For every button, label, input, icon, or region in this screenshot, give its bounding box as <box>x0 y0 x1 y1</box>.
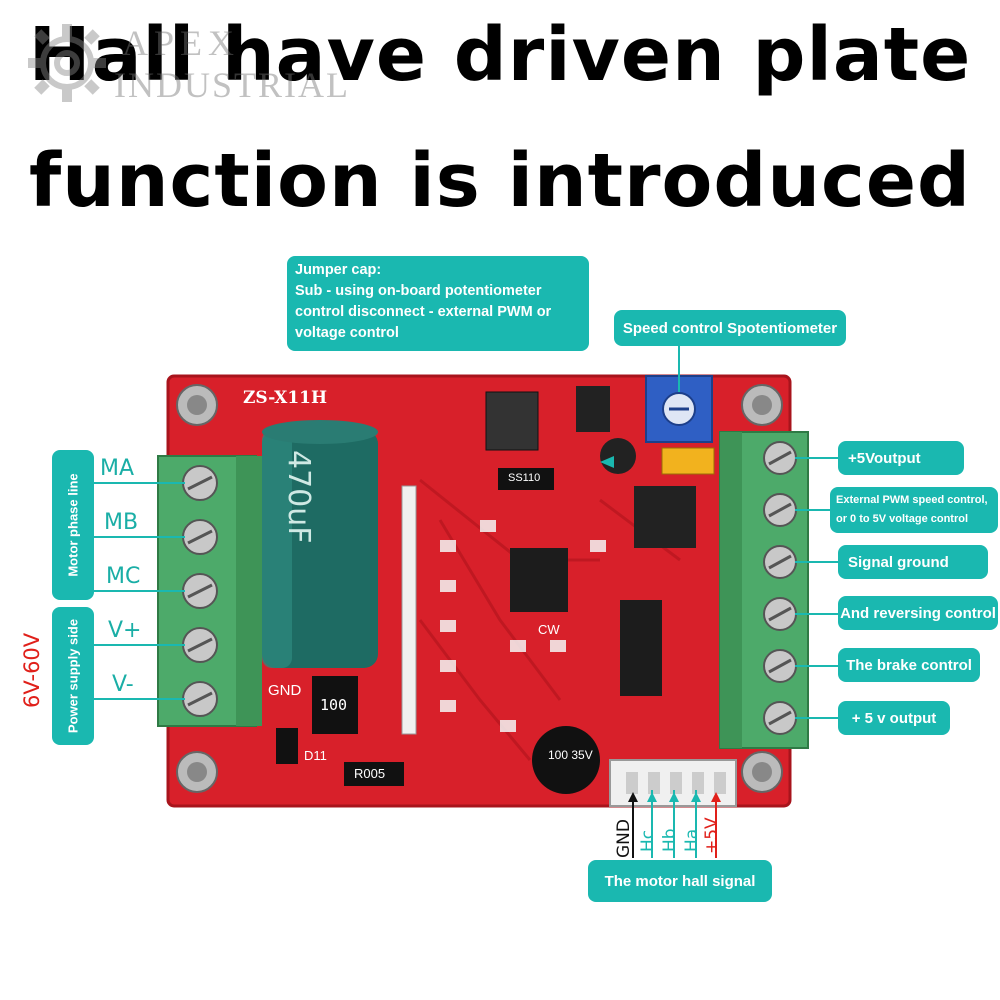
plus5-output-callout: +5Voutput <box>838 441 964 475</box>
watermark-line-1: APEX <box>122 23 241 63</box>
ss110-label: SS110 <box>508 472 541 484</box>
hall-signal-callout: The motor hall signal <box>588 860 772 902</box>
motor-phase-line-label: Motor phase line <box>52 450 94 600</box>
watermark-line-2: INDUSTRIAL <box>114 65 350 105</box>
external-pwm-callout: External PWM speed control, or 0 to 5V v… <box>830 487 998 533</box>
jumper-cap-callout: Jumper cap: Sub - using on-board potenti… <box>287 256 589 351</box>
hall-pin-gnd: GND <box>614 819 634 858</box>
terminal-vminus: V- <box>112 672 134 697</box>
jumper-cap <box>661 447 715 475</box>
terminal-vplus: V+ <box>108 618 142 643</box>
resistor-label: 100 <box>320 696 348 714</box>
watermark: APEX INDUSTRIAL <box>22 18 382 108</box>
power-supply-side-label: Power supply side <box>52 607 94 745</box>
board-model-label: ZS-X11H <box>243 388 328 408</box>
gear-icon <box>28 24 106 102</box>
hall-pin-hc: Hc <box>638 829 658 852</box>
signal-ground-callout: Signal ground <box>838 545 988 579</box>
terminal-mc: MC <box>106 564 141 589</box>
voltage-range-label: 6V-60V <box>20 632 44 708</box>
cw-label: CW <box>538 622 560 637</box>
reversing-control-callout: And reversing control <box>838 596 998 630</box>
gnd-silkscreen: GND <box>268 682 302 699</box>
small-cap-label: 100 35V <box>548 748 593 762</box>
mount-screw <box>176 384 783 793</box>
diode-label: D11 <box>304 748 327 763</box>
terminal-ma: MA <box>100 456 135 481</box>
headline-line-2: function is introduced <box>28 138 972 224</box>
plus5-output-2-callout: + 5 v output <box>838 701 950 735</box>
r005-label: R005 <box>354 766 386 781</box>
brake-control-callout: The brake control <box>838 648 980 682</box>
terminal-mb: MB <box>104 510 139 535</box>
speed-pot-callout: Speed control Spotentiometer <box>614 310 846 346</box>
hall-pin-5v: +5V <box>702 817 722 854</box>
hall-pin-ha: Ha <box>682 828 702 852</box>
headline-line-1: Hall have driven plate <box>28 12 972 98</box>
hall-pin-hb: Hb <box>660 828 680 852</box>
capacitor-label: 470uF <box>281 450 316 544</box>
